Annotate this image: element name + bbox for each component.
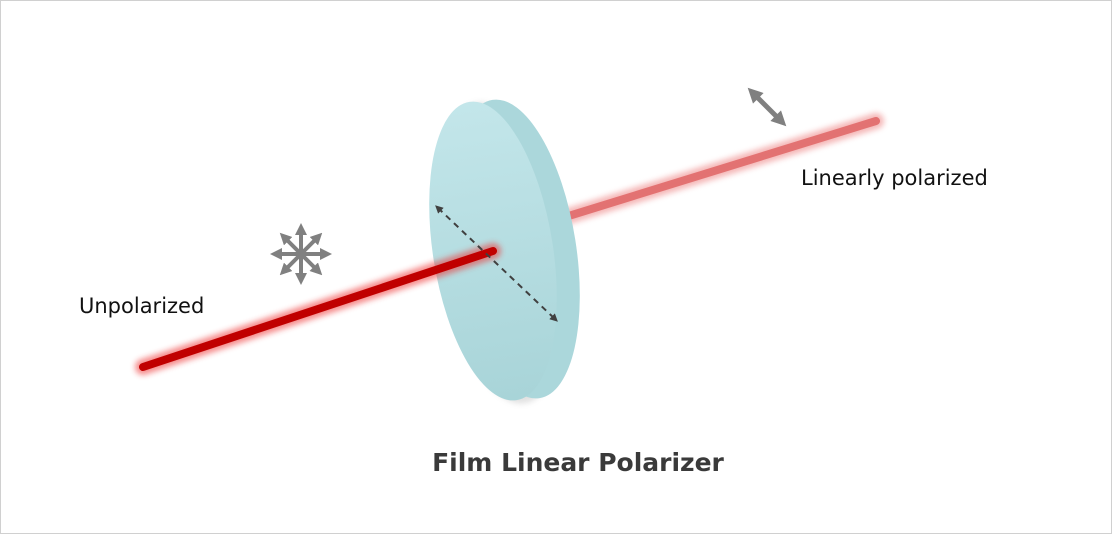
- double-arrow-icon: [747, 87, 787, 127]
- unpolarized-label: Unpolarized: [79, 294, 205, 318]
- diagram-title: Film Linear Polarizer: [432, 448, 724, 477]
- transmitted-beam: [538, 113, 884, 231]
- incident-beam: [135, 243, 501, 375]
- polarizer: [429, 99, 580, 404]
- eight-way-arrows-icon: [270, 223, 332, 285]
- linearly-polarized-label: Linearly polarized: [801, 166, 988, 190]
- dashed-double-arrow-icon: [435, 205, 558, 322]
